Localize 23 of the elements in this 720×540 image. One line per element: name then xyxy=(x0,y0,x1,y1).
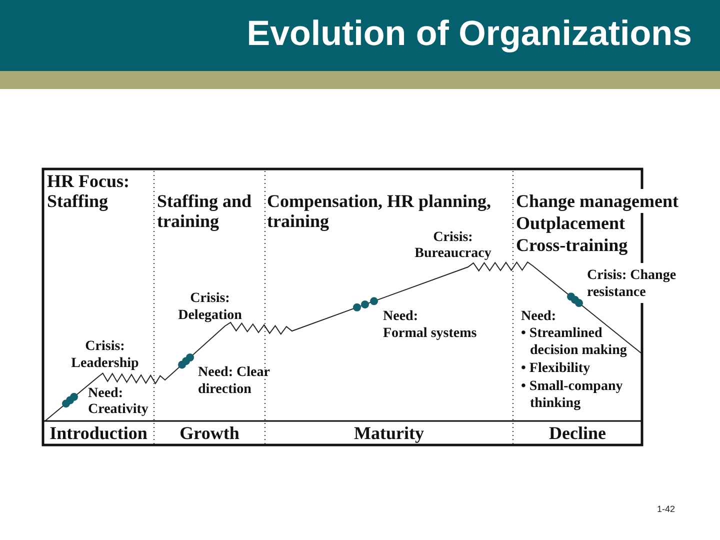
need-label: Need: Formal systems xyxy=(383,308,478,342)
stage-label: Maturity xyxy=(353,422,425,445)
need-label: Need: xyxy=(521,308,556,325)
hr-focus-label: Outplacement xyxy=(516,213,625,234)
need-label: Need: Creativity xyxy=(88,386,150,418)
need-label: Need: Clear direction xyxy=(198,364,271,398)
crisis-label: Crisis: Leadership xyxy=(70,338,140,372)
hr-focus-label: Cross-training xyxy=(516,235,628,256)
hr-focus-label: HR Focus: Staffing xyxy=(47,171,130,211)
stage-label: Introduction xyxy=(48,422,148,445)
need-list-item: • Flexibility xyxy=(521,360,592,377)
page-number: 1-42 xyxy=(657,504,676,515)
hr-focus-label: Staffing and training xyxy=(157,191,253,231)
stage-label: Growth xyxy=(178,422,240,445)
stage-label: Decline xyxy=(548,422,607,445)
slide-title: Evolution of Organizations xyxy=(246,14,692,54)
need-list-item: • Small-company thinking xyxy=(521,378,624,412)
crisis-label: Crisis: Change resistance xyxy=(587,267,678,301)
hr-focus-label: Change management xyxy=(516,191,678,212)
crisis-label: Crisis: Delegation xyxy=(177,290,243,324)
crisis-label: Crisis: Bureaucracy xyxy=(414,230,492,262)
hr-focus-label: Compensation, HR planning, training xyxy=(267,191,492,231)
need-list-item: • Streamlined decision making xyxy=(521,325,628,359)
